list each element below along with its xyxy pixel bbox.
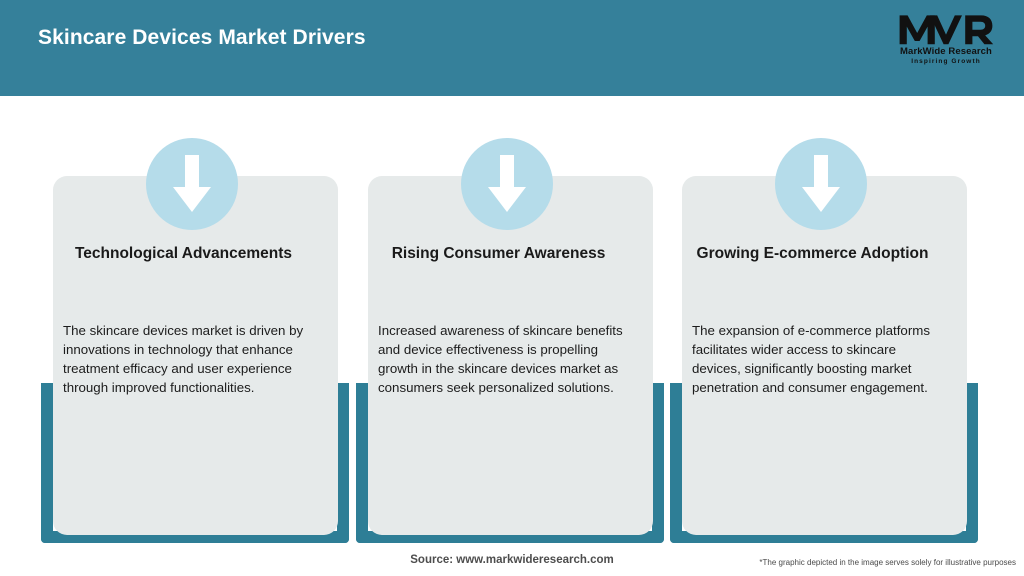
source-note: Source: www.markwideresearch.com — [410, 554, 614, 566]
page-title: Skincare Devices Market Drivers — [38, 26, 366, 49]
card-panel — [53, 176, 338, 535]
card-panel — [682, 176, 967, 535]
card-title: Growing E-commerce Adoption — [696, 245, 929, 262]
card-panel — [368, 176, 653, 535]
card-title: Rising Consumer Awareness — [391, 245, 606, 262]
disclaimer-note: *The graphic depicted in the image serve… — [759, 558, 1016, 567]
driver-card-3[interactable]: Growing E-commerce Adoption The expansio… — [670, 96, 986, 546]
mwr-logo-icon — [899, 15, 994, 45]
cards-area: Technological Advancements The skincare … — [0, 96, 1024, 546]
logo-tagline: Inspiring Growth — [911, 57, 981, 65]
driver-card-1[interactable]: Technological Advancements The skincare … — [41, 96, 357, 546]
driver-card-2[interactable]: Rising Consumer Awareness Increased awar… — [356, 96, 672, 546]
card-body: The expansion of e-commerce platforms fa… — [692, 323, 930, 395]
arrow-down-icon — [461, 138, 553, 230]
card-title: Technological Advancements — [74, 245, 293, 262]
header-bar — [0, 0, 1024, 96]
logo-company-name: MarkWide Research — [900, 46, 992, 57]
card-body: Increased awareness of skincare benefits… — [378, 323, 623, 395]
arrow-down-icon — [775, 138, 867, 230]
card-body: The skincare devices market is driven by… — [63, 323, 304, 395]
brand-logo: MarkWide Research Inspiring Growth — [890, 12, 1002, 74]
arrow-down-icon — [146, 138, 238, 230]
